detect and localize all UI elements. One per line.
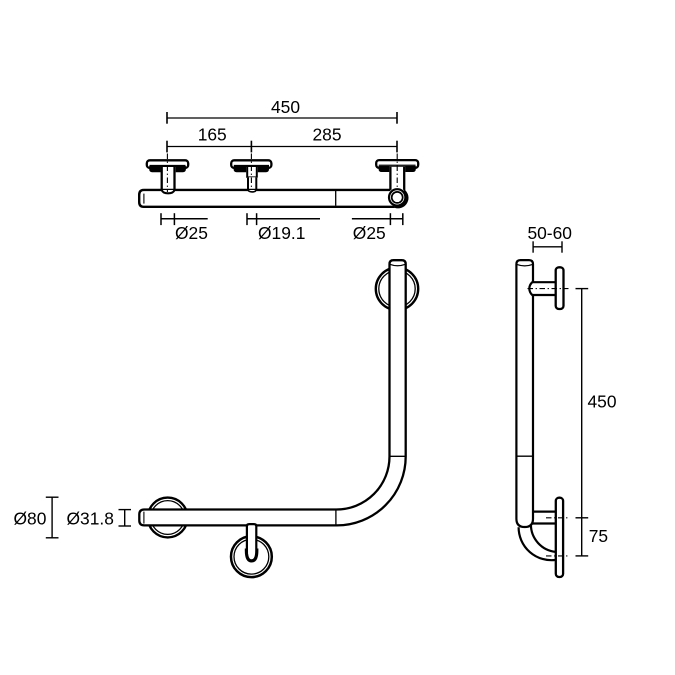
svg-text:50-60: 50-60 (527, 223, 571, 243)
svg-text:165: 165 (198, 124, 227, 144)
svg-text:Ø19.1: Ø19.1 (258, 223, 305, 243)
svg-text:Ø80: Ø80 (14, 509, 47, 529)
svg-text:Ø31.8: Ø31.8 (67, 509, 114, 529)
svg-text:75: 75 (589, 526, 608, 546)
svg-text:Ø25: Ø25 (175, 223, 208, 243)
svg-text:285: 285 (312, 124, 341, 144)
svg-text:450: 450 (271, 97, 300, 117)
svg-text:Ø25: Ø25 (353, 223, 386, 243)
svg-text:450: 450 (588, 392, 617, 412)
